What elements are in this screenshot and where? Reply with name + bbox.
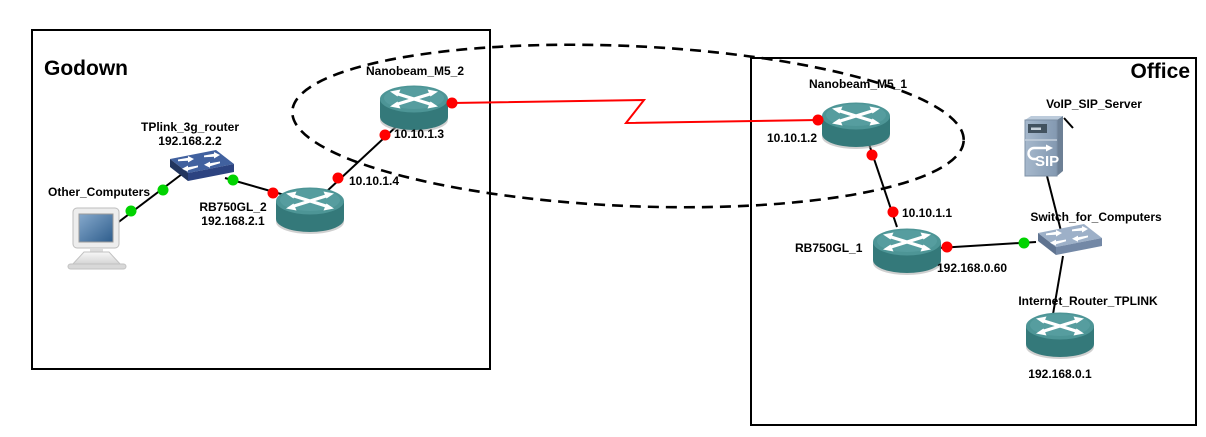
wireless-coverage-ellipse (291, 43, 965, 209)
sip-icon-text: SIP (1035, 153, 1059, 170)
office-region-title: Office (1130, 60, 1190, 83)
godown-region-title: Godown (44, 57, 128, 80)
router-icon (1026, 312, 1094, 359)
label-internet-router-tplink: Internet_Router_TPLINK (1018, 294, 1158, 308)
label-ip-192-168-0-1: 192.168.0.1 (1028, 367, 1092, 381)
node-other-computers[interactable] (60, 206, 134, 275)
router-icon (380, 85, 448, 132)
label-rb750gl-2: RB750GL_2 192.168.2.1 (199, 200, 266, 228)
label-tplink-name: TPlink_3g_router (140, 120, 240, 134)
label-rb750gl2-name: RB750GL_2 (199, 200, 267, 214)
node-nanobeam-m5-2[interactable] (378, 79, 450, 138)
computer-icon (67, 207, 127, 270)
node-rb750gl-1[interactable] (871, 222, 943, 281)
router-icon (276, 187, 344, 234)
label-tplink-ip: 192.168.2.2 (158, 134, 222, 148)
link-computers-tplink (111, 170, 187, 228)
router-icon (873, 228, 941, 275)
link-sipserver-switch (1046, 175, 1062, 232)
godown-region-box (31, 29, 491, 370)
label-nanobeam-m5-2: Nanobeam_M5_2 (365, 64, 465, 78)
link-switch-internetrouter (1051, 255, 1064, 321)
node-rb750gl-2[interactable] (274, 181, 346, 240)
label-ip-10-10-1-2: 10.10.1.2 (767, 131, 818, 145)
office-region-box (750, 57, 1197, 426)
node-nanobeam-m5-1[interactable] (820, 96, 892, 155)
label-nanobeam-m5-1: Nanobeam_M5_1 (808, 77, 908, 91)
link-rb750gl1-switch (937, 241, 1037, 249)
label-rb750gl-1: RB750GL_1 (795, 241, 863, 255)
sip-server-icon: SIP (1024, 116, 1063, 177)
switch-icon (1038, 224, 1102, 255)
node-voip-sip-server[interactable]: SIP (1022, 114, 1068, 185)
label-other-computers: Other_Computers (47, 185, 151, 199)
label-tplink-3g-router: TPlink_3g_router 192.168.2.2 (141, 120, 239, 148)
label-rb750gl2-ip: 192.168.2.1 (201, 214, 265, 228)
label-ip-10-10-1-1: 10.10.1.1 (902, 206, 953, 220)
label-ip-10-10-1-3: 10.10.1.3 (394, 127, 445, 141)
label-ip-192-168-0-60: 192.168.0.60 (937, 261, 1008, 275)
label-voip-sip-server: VoIP_SIP_Server (1046, 97, 1142, 111)
wireless-zigzag-link (451, 98, 819, 125)
label-switch-for-computers: Switch_for_Computers (1030, 210, 1162, 224)
switch-icon (170, 150, 234, 181)
label-ip-10-10-1-4: 10.10.1.4 (349, 174, 400, 188)
node-tplink-3g-router[interactable] (158, 147, 236, 192)
node-switch-for-computers[interactable] (1026, 221, 1104, 266)
node-internet-router-tplink[interactable] (1024, 306, 1096, 365)
router-icon (822, 102, 890, 149)
sip-server-antenna-line (1063, 117, 1074, 129)
